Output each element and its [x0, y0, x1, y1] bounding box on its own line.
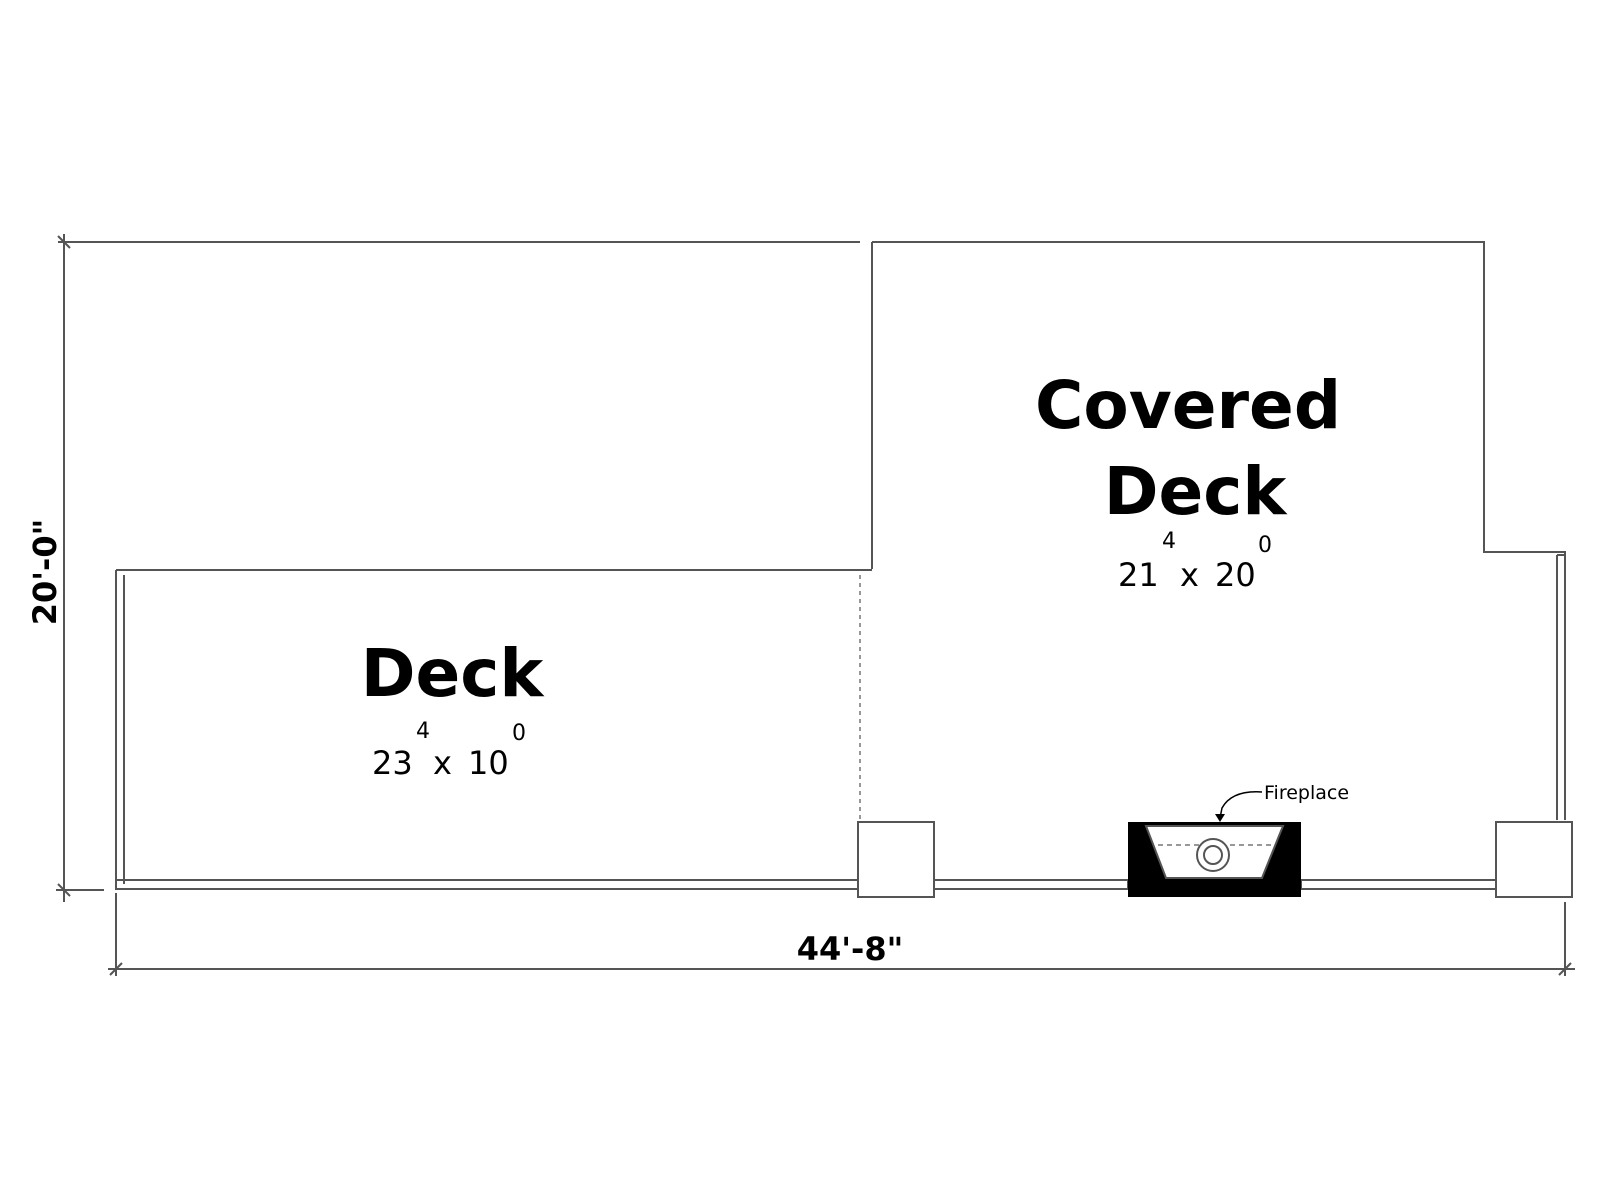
depth-dimension — [56, 234, 140, 902]
callout-arrowhead — [1215, 814, 1225, 822]
callout-leader — [1219, 791, 1263, 819]
rail-right — [1300, 879, 1497, 890]
fireplace — [1128, 822, 1301, 897]
fireplace-label: Fireplace — [1264, 782, 1349, 804]
plan-outline — [64, 241, 1566, 888]
depth-dimension-label: 20'-0" — [26, 519, 64, 626]
covered-deck-width-in: 4 — [1162, 529, 1176, 554]
covered-deck-outline — [872, 241, 1566, 820]
deck-width-in: 4 — [416, 719, 430, 744]
depth-tick-top — [57, 235, 71, 249]
width-tick-right — [1558, 962, 1572, 976]
deck-dim-sep: x — [433, 744, 452, 782]
fireplace-flue-inner — [1203, 845, 1223, 865]
rail-left — [115, 879, 859, 890]
deck-depth-in: 0 — [512, 721, 526, 746]
width-tick-left — [109, 962, 123, 976]
covered-deck-dim-sep: x — [1180, 556, 1199, 594]
covered-deck-width-ft: 21 — [1118, 556, 1159, 594]
deck-title: Deck — [361, 635, 546, 712]
posts — [857, 821, 1573, 898]
width-dimension — [108, 893, 1575, 976]
covered-deck-title-line2: Deck — [1104, 453, 1289, 530]
covered-deck-label: Covered Deck 21 4 x 20 0 — [1035, 367, 1341, 594]
post-right — [1495, 821, 1573, 898]
post-center — [857, 821, 935, 898]
covered-deck-depth-in: 0 — [1258, 533, 1272, 558]
covered-deck-depth-ft: 20 — [1215, 556, 1256, 594]
depth-tick-bottom — [57, 883, 71, 897]
width-dimension-label: 44'-8" — [797, 930, 904, 968]
deck-width-ft: 23 — [372, 744, 413, 782]
rail-middle — [933, 879, 1129, 890]
deck-label: Deck 23 4 x 10 0 — [361, 635, 546, 782]
covered-deck-title-line1: Covered — [1035, 367, 1341, 444]
deck-depth-ft: 10 — [468, 744, 509, 782]
fireplace-callout: Fireplace — [1215, 782, 1349, 822]
